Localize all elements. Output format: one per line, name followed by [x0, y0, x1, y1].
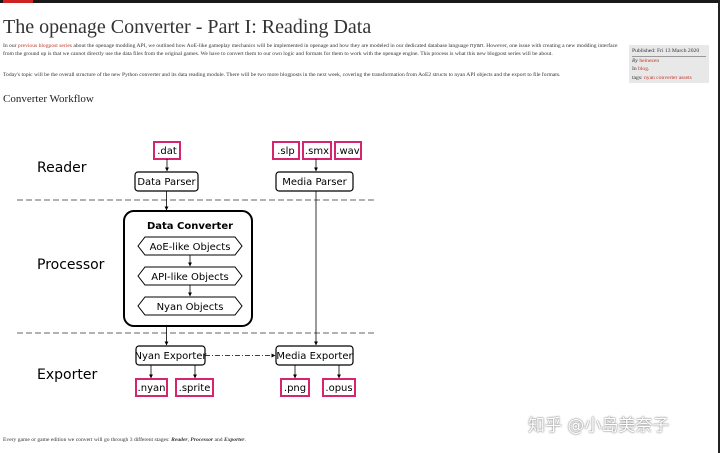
- by-label: By: [632, 57, 640, 64]
- section-heading: Converter Workflow: [3, 93, 94, 105]
- watermark: 知乎 @小岛美奈子: [528, 416, 670, 436]
- tags-label: tags:: [632, 74, 644, 81]
- stage-label-reader: Reader: [37, 160, 87, 176]
- file-tag-wav: [334, 141, 362, 160]
- stage-emphasis: Exporter: [223, 437, 245, 443]
- in-label: In: [632, 66, 639, 72]
- author-line: By heinezen: [632, 57, 706, 66]
- top-nav-bar: [0, 0, 720, 3]
- file-tag-nyan-label: .nyan: [138, 383, 166, 394]
- aoe-like-objects-label: AoE-like Objects: [150, 242, 231, 253]
- tags-line: tags: nyan converter assets: [632, 74, 706, 83]
- page-title: The openage Converter - Part I: Reading …: [3, 16, 372, 38]
- intro-text: . However, one issue with creating a new…: [3, 43, 618, 57]
- intro-text: about the openage modding API, we outlin…: [72, 43, 470, 49]
- nyan-objects-box: [137, 296, 243, 316]
- file-tag-opus: [322, 378, 356, 397]
- file-tag-sprite-label: .sprite: [179, 383, 211, 394]
- footer-text: .: [244, 437, 246, 443]
- file-tag-dat-label: .dat: [157, 146, 177, 157]
- footer-text: Every game or game edition we convert wi…: [3, 437, 172, 443]
- author-link[interactable]: heinezen: [639, 57, 660, 64]
- footer-text: ,: [187, 437, 191, 443]
- intro-paragraph: In our previous blogpost series about th…: [3, 42, 625, 59]
- nyan-objects-label: Nyan Objects: [157, 302, 224, 313]
- stage-label-exporter: Exporter: [37, 367, 97, 383]
- media-parser-label: Media Parser: [282, 177, 347, 188]
- stage-label-processor: Processor: [37, 257, 105, 273]
- published-date: Published: Fri 13 March 2020: [632, 47, 706, 57]
- file-tag-sprite: [175, 378, 214, 397]
- category-link[interactable]: blog: [638, 66, 649, 72]
- category-suffix: .: [648, 66, 650, 72]
- stage-emphasis: Processor: [190, 437, 214, 443]
- category-line: In blog.: [632, 65, 706, 74]
- file-tag-slp-label: .slp: [277, 146, 295, 157]
- stage-emphasis: Reader: [171, 437, 188, 443]
- file-tag-smx-label: .smx: [305, 146, 329, 157]
- file-tag-png: [280, 378, 310, 397]
- footer-text: and: [213, 437, 224, 443]
- inline-code: nyan: [469, 42, 484, 49]
- file-tag-wav-label: .wav: [336, 146, 359, 157]
- media-exporter-box: [275, 345, 354, 366]
- media-parser-box: [275, 171, 354, 192]
- aoe-like-objects-box: [137, 236, 243, 256]
- api-like-objects-box: [137, 266, 243, 286]
- previous-blogpost-link[interactable]: previous blogpost series: [17, 43, 72, 49]
- footer-paragraph: Every game or game edition we convert wi…: [3, 437, 246, 443]
- nyan-exporter-label: Nyan Exporter: [134, 351, 207, 362]
- data-converter-title: Data Converter: [147, 221, 233, 232]
- intro-text: In our: [3, 43, 18, 49]
- file-tag-png-label: .png: [284, 383, 306, 394]
- data-parser-label: Data Parser: [137, 177, 196, 188]
- post-meta-box: Published: Fri 13 March 2020 By heinezen…: [629, 45, 709, 83]
- api-like-objects-label: API-like Objects: [151, 272, 229, 283]
- file-tag-slp: [272, 141, 300, 160]
- window-edge: [718, 0, 720, 453]
- top-nav-accent: [3, 0, 33, 3]
- second-paragraph: Today's topic will be the overall struct…: [3, 72, 561, 78]
- media-exporter-label: Media Exporter: [276, 351, 353, 362]
- file-tag-opus-label: .opus: [325, 383, 352, 394]
- tags-links[interactable]: nyan converter assets: [643, 74, 692, 81]
- file-tag-nyan: [135, 378, 168, 397]
- file-tag-smx: [302, 141, 332, 160]
